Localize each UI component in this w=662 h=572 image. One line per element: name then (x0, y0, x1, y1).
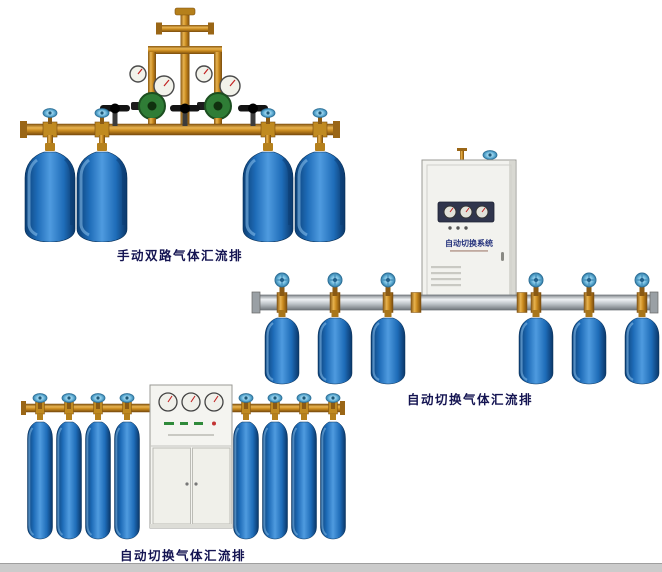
pressure-regulator-right (195, 51, 241, 127)
gas-cylinder (517, 316, 555, 386)
gas-cylinder (369, 316, 407, 386)
auto-manifold-cabinet-illustration: 自动切换系统 (251, 148, 660, 386)
product-caption-auto-panel: 自动切换气体汇流排 (119, 549, 246, 563)
gas-cylinder (26, 421, 54, 540)
control-panel-cabinet (149, 384, 233, 529)
gas-cylinder (55, 421, 83, 540)
manifold-rail (251, 291, 659, 314)
manifold-header-pipe (20, 121, 340, 138)
gas-cylinder (261, 421, 289, 540)
gas-cylinder (113, 421, 141, 540)
gas-cylinder (290, 421, 318, 540)
manual-manifold-illustration (20, 7, 347, 242)
page-bottom-edge (0, 563, 662, 572)
pressure-regulator-left (129, 51, 175, 127)
gas-cylinder (75, 150, 129, 242)
header-pipes (148, 7, 222, 126)
product-manual-dual-manifold: 手动双路气体汇流排 (10, 6, 350, 264)
product-caption-auto-cabinet: 自动切换气体汇流排 (406, 393, 533, 407)
auto-manifold-panel-illustration (21, 384, 347, 540)
gas-cylinder (84, 421, 112, 540)
product-auto-switch-manifold-cabinet: 自动切换系统 (250, 148, 660, 408)
product-caption-manual-dual: 手动双路气体汇流排 (116, 249, 243, 263)
product-auto-switch-manifold-panel: 自动切换气体汇流排 (18, 378, 348, 564)
cabinet-title: 自动切换系统 (445, 238, 493, 248)
cylinder-valves-and-cylinders (263, 272, 660, 386)
control-cabinet: 自动切换系统 (421, 148, 517, 301)
cylinder-connections (45, 135, 325, 151)
cylinder-valves (32, 393, 341, 420)
gas-cylinder (23, 150, 77, 242)
gas-cylinder (319, 421, 347, 540)
black-valve-handwheels (100, 103, 268, 126)
gas-cylinder (316, 316, 354, 386)
gas-cylinder (263, 316, 301, 386)
gas-cylinder (570, 316, 608, 386)
gas-cylinder (232, 421, 260, 540)
gas-cylinder (623, 316, 660, 386)
